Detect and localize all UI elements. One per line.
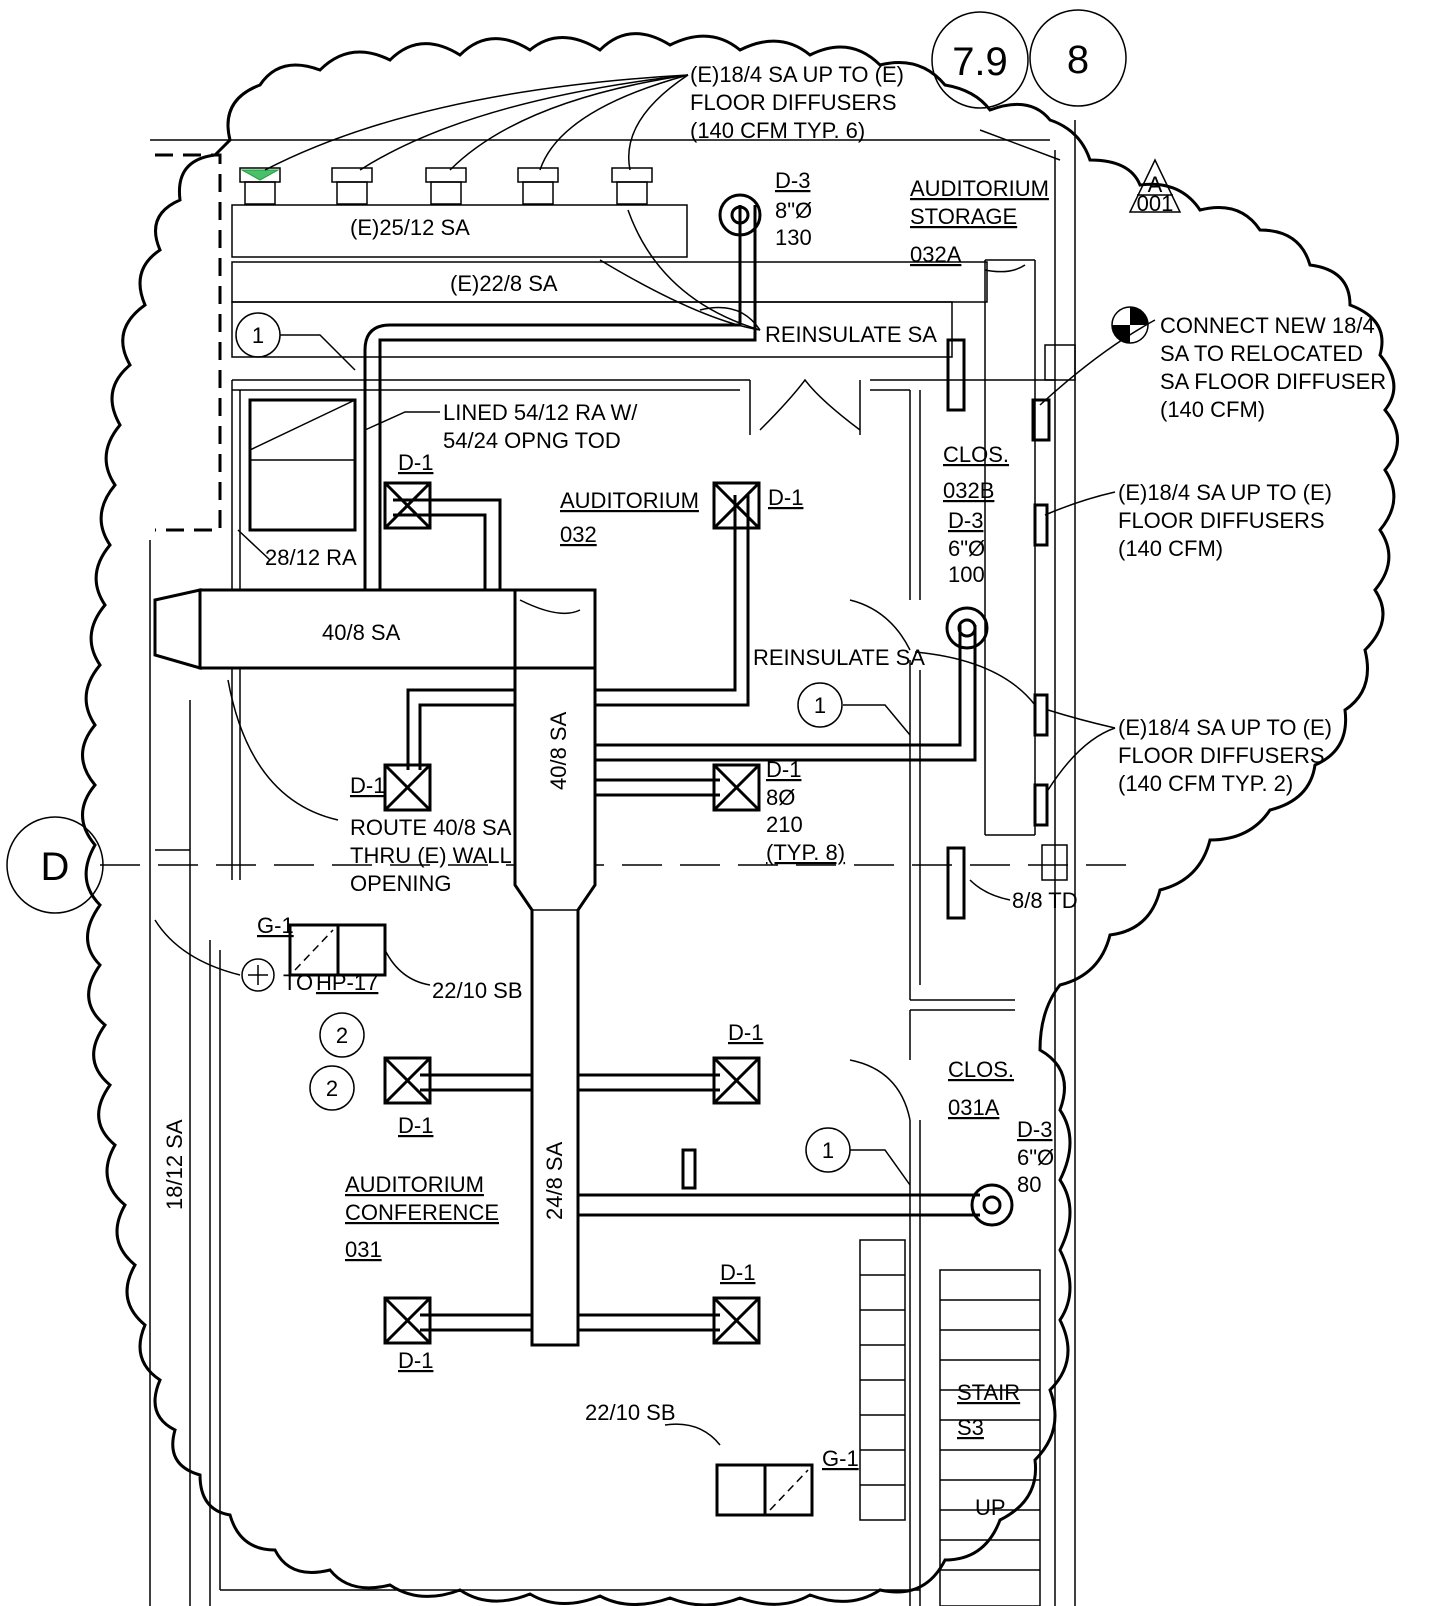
svg-text:2: 2 <box>336 1023 348 1048</box>
svg-text:CONFERENCE: CONFERENCE <box>345 1200 499 1225</box>
room-labels: AUDITORIUM STORAGE 032A AUDITORIUM 032 C… <box>345 176 1049 1440</box>
diffusers <box>383 193 1051 1345</box>
svg-text:(E)18/4 SA UP TO (E): (E)18/4 SA UP TO (E) <box>1118 715 1332 740</box>
svg-text:18/12 SA: 18/12 SA <box>162 1119 187 1210</box>
building-walls <box>149 120 1076 1606</box>
svg-text:D-1: D-1 <box>766 757 801 782</box>
duct-labels: (E)25/12 SA (E)22/8 SA 28/12 RA 40/8 SA … <box>162 215 676 1425</box>
svg-text:(TYP. 8): (TYP. 8) <box>766 840 845 865</box>
svg-text:CLOS.: CLOS. <box>948 1057 1014 1082</box>
svg-text:AUDITORIUM: AUDITORIUM <box>910 176 1049 201</box>
svg-text:D-1: D-1 <box>398 1348 433 1373</box>
svg-text:D-1: D-1 <box>398 1113 433 1138</box>
svg-text:(140 CFM TYP. 6): (140 CFM TYP. 6) <box>690 118 865 143</box>
svg-text:AUDITORIUM: AUDITORIUM <box>560 488 699 513</box>
svg-text:130: 130 <box>775 225 812 250</box>
grid-bubbles: 7.9 8 D <box>6 9 1127 914</box>
svg-text:HP-17: HP-17 <box>316 970 378 995</box>
svg-text:D-1: D-1 <box>398 450 433 475</box>
svg-text:6"Ø: 6"Ø <box>1017 1145 1054 1170</box>
svg-text:OPENING: OPENING <box>350 871 451 896</box>
svg-text:032B: 032B <box>943 478 994 503</box>
existing-ducts <box>231 167 988 532</box>
svg-text:1: 1 <box>252 323 264 348</box>
svg-text:8Ø: 8Ø <box>766 785 795 810</box>
svg-text:(E)22/8 SA: (E)22/8 SA <box>450 271 558 296</box>
svg-text:D-1: D-1 <box>728 1020 763 1045</box>
revision-cloud <box>81 32 1399 1606</box>
svg-text:TO: TO <box>283 970 313 995</box>
svg-text:G-1: G-1 <box>822 1446 859 1471</box>
svg-text:D-1: D-1 <box>350 773 385 798</box>
svg-text:54/24 OPNG TOD: 54/24 OPNG TOD <box>443 428 621 453</box>
svg-text:001: 001 <box>1137 191 1174 216</box>
svg-text:REINSULATE SA: REINSULATE SA <box>753 645 925 670</box>
svg-text:032: 032 <box>560 522 597 547</box>
svg-text:STAIR: STAIR <box>957 1380 1020 1405</box>
svg-text:2: 2 <box>326 1076 338 1101</box>
svg-text:210: 210 <box>766 812 803 837</box>
svg-text:(140 CFM): (140 CFM) <box>1160 397 1265 422</box>
svg-text:D-1: D-1 <box>720 1260 755 1285</box>
svg-text:D-3: D-3 <box>1017 1117 1052 1142</box>
svg-text:D-1: D-1 <box>768 485 803 510</box>
svg-text:22/10 SB: 22/10 SB <box>585 1400 676 1425</box>
svg-text:REINSULATE SA: REINSULATE SA <box>765 322 937 347</box>
grid-row-d: D <box>41 845 70 889</box>
svg-text:28/12 RA: 28/12 RA <box>265 545 357 570</box>
svg-text:1: 1 <box>822 1138 834 1163</box>
svg-text:031A: 031A <box>948 1095 1000 1120</box>
svg-text:8"Ø: 8"Ø <box>775 198 812 223</box>
leader-lines <box>154 74 1156 1446</box>
svg-text:D-3: D-3 <box>948 508 983 533</box>
svg-text:AUDITORIUM: AUDITORIUM <box>345 1172 484 1197</box>
svg-text:100: 100 <box>948 562 985 587</box>
svg-text:D-3: D-3 <box>775 168 810 193</box>
svg-text:032A: 032A <box>910 242 962 267</box>
section-tag: A 001 <box>1128 158 1182 216</box>
stair-up-label: UP <box>975 1495 1006 1520</box>
svg-text:G-1: G-1 <box>257 913 294 938</box>
svg-text:S3: S3 <box>957 1415 984 1440</box>
svg-text:1: 1 <box>814 693 826 718</box>
svg-text:6"Ø: 6"Ø <box>948 536 985 561</box>
new-diffuser-marker <box>1111 306 1149 344</box>
svg-text:FLOOR DIFFUSERS: FLOOR DIFFUSERS <box>690 90 897 115</box>
svg-text:CONNECT NEW 18/4: CONNECT NEW 18/4 <box>1160 313 1375 338</box>
svg-text:24/8 SA: 24/8 SA <box>542 1141 567 1220</box>
svg-text:FLOOR DIFFUSERS: FLOOR DIFFUSERS <box>1118 508 1325 533</box>
svg-text:(E)18/4 SA UP TO (E): (E)18/4 SA UP TO (E) <box>690 62 904 87</box>
svg-text:40/8 SA: 40/8 SA <box>546 711 571 790</box>
svg-text:SA TO RELOCATED: SA TO RELOCATED <box>1160 341 1363 366</box>
svg-text:FLOOR DIFFUSERS: FLOOR DIFFUSERS <box>1118 743 1325 768</box>
svg-text:ROUTE 40/8 SA: ROUTE 40/8 SA <box>350 815 512 840</box>
svg-text:(140 CFM TYP. 2): (140 CFM TYP. 2) <box>1118 771 1293 796</box>
diffuser-tags: D-3 8"Ø 130 D-3 6"Ø 100 D-3 6"Ø 80 D-1 8… <box>257 168 1054 1471</box>
svg-text:THRU (E) WALL: THRU (E) WALL <box>350 843 512 868</box>
svg-text:40/8 SA: 40/8 SA <box>322 620 401 645</box>
notes: (E)18/4 SA UP TO (E) FLOOR DIFFUSERS (14… <box>283 62 1386 995</box>
svg-text:(140 CFM): (140 CFM) <box>1118 536 1223 561</box>
svg-text:8/8 TD: 8/8 TD <box>1012 888 1078 913</box>
svg-text:STORAGE: STORAGE <box>910 204 1017 229</box>
svg-text:A: A <box>1148 172 1163 197</box>
grid-col-8: 8 <box>1067 38 1089 82</box>
grid-col-7-9: 7.9 <box>952 40 1008 84</box>
svg-text:22/10 SB: 22/10 SB <box>432 978 523 1003</box>
keynote-bubbles: 1 1 1 2 2 <box>235 312 851 1173</box>
svg-text:031: 031 <box>345 1237 382 1262</box>
svg-text:LINED 54/12 RA W/: LINED 54/12 RA W/ <box>443 400 638 425</box>
supply-ducts <box>153 205 1026 1347</box>
svg-text:(E)25/12 SA: (E)25/12 SA <box>350 215 470 240</box>
svg-text:SA FLOOR DIFFUSER: SA FLOOR DIFFUSER <box>1160 369 1386 394</box>
svg-text:80: 80 <box>1017 1172 1041 1197</box>
svg-text:CLOS.: CLOS. <box>943 442 1009 467</box>
svg-text:(E)18/4 SA UP TO (E): (E)18/4 SA UP TO (E) <box>1118 480 1332 505</box>
